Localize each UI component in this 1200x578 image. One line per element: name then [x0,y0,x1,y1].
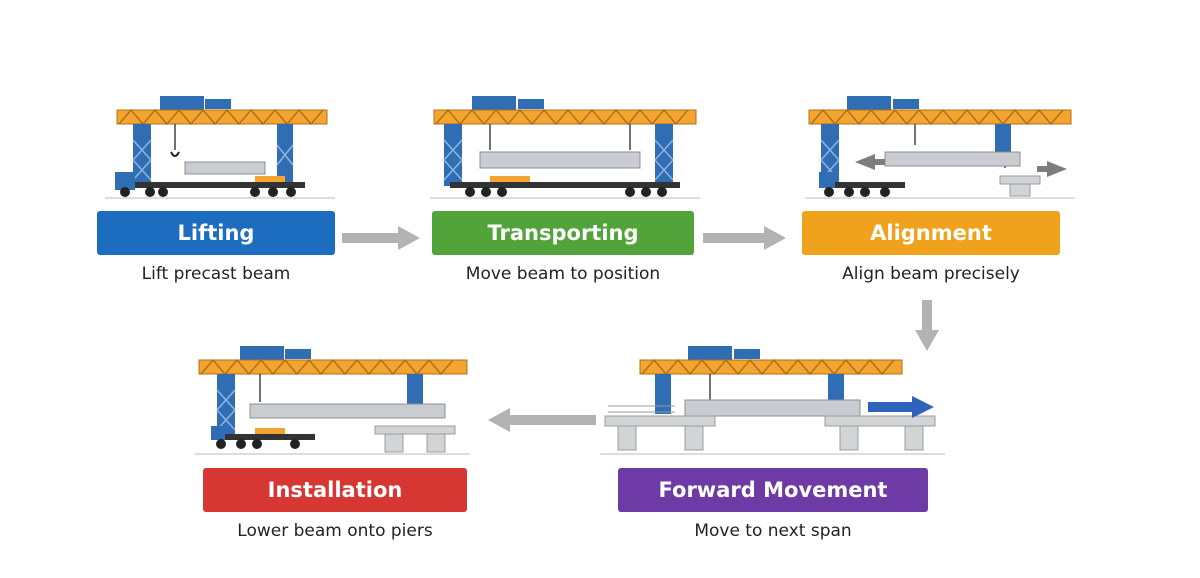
gantry-crane-illustration-installation [195,346,470,455]
step-description-transporting: Move beam to position [465,264,661,284]
step-label-alignment: Alignment [802,211,1060,255]
flow-arrow-transporting-to-alignment [703,226,786,250]
gantry-crane-illustration-alignment [805,96,1075,199]
step-description-lifting: Lift precast beam [141,264,291,284]
gantry-crane-illustration-forward-movement [600,346,945,455]
step-label-lifting: Lifting [97,211,335,255]
step-label-transporting: Transporting [432,211,694,255]
step-title-lifting: Lifting [177,221,255,245]
step-description-alignment: Align beam precisely [842,264,1020,284]
gantry-crane-illustration-transporting [430,96,700,199]
step-title-forward-movement: Forward Movement [658,478,888,502]
flow-arrow-alignment-to-forward-movement [915,300,939,351]
step-label-installation: Installation [203,468,467,512]
step-description-forward-movement: Move to next span [694,521,852,541]
step-title-installation: Installation [267,478,403,502]
step-label-forward-movement: Forward Movement [618,468,928,512]
flow-arrow-forward-movement-to-installation [488,408,596,432]
step-title-transporting: Transporting [487,221,639,245]
step-description-installation: Lower beam onto piers [237,521,433,541]
flow-arrow-lifting-to-transporting [342,226,420,250]
gantry-crane-illustration-lifting [105,96,335,199]
step-title-alignment: Alignment [870,221,992,245]
